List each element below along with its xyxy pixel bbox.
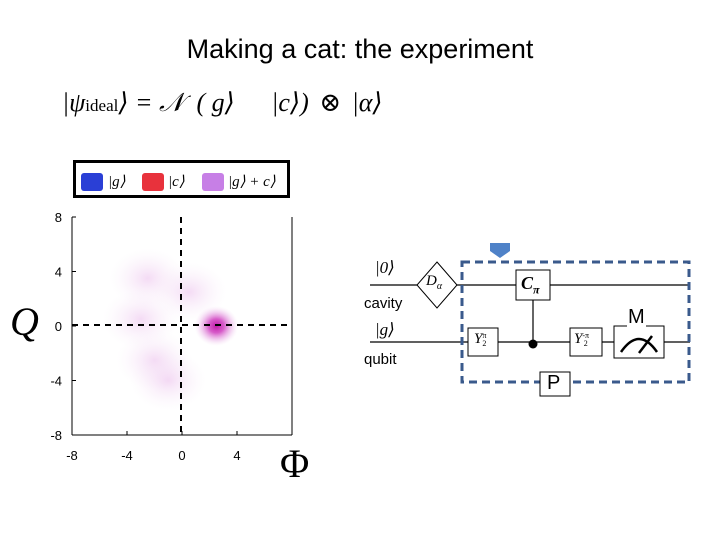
dashed-gate-frame — [460, 260, 691, 384]
y-tick-label: -4 — [50, 374, 62, 389]
ket-g-label: |g⟩ — [375, 320, 395, 340]
normalization-symbol: 𝒩 — [159, 88, 184, 117]
legend-swatch-g — [81, 173, 103, 191]
y-tick-labels: 8 4 0 -4 -8 — [50, 210, 76, 443]
displacement-symbol: D — [426, 273, 437, 289]
conditional-phase-gate[interactable] — [515, 269, 551, 301]
y-rotation-gate-2[interactable] — [569, 327, 603, 357]
control-dot — [528, 339, 538, 349]
p-label: P — [547, 372, 561, 394]
equation-lhs-sub: ideal — [85, 96, 119, 115]
equation-lhs: |ψ — [62, 88, 86, 117]
legend-swatch-superposition — [202, 173, 224, 191]
conditional-phase-gate-label: Cπ — [521, 273, 540, 298]
cavity-label: cavity — [364, 295, 403, 312]
displacement-gate-label: Dα — [426, 273, 442, 292]
meter-icon — [619, 337, 659, 353]
wigner-background-haze — [102, 248, 227, 411]
y-tick-label: 8 — [55, 210, 62, 225]
equation-state-g: ( g⟩ — [196, 88, 235, 117]
down-arrow-marker — [490, 243, 510, 258]
legend-swatch-c — [142, 173, 164, 191]
y1-superscript: π — [482, 330, 487, 340]
x-tick-label: 0 — [178, 448, 185, 463]
haze-blob — [130, 350, 207, 411]
y-rotation-gate-1[interactable] — [467, 327, 499, 357]
x-tick-label: -8 — [66, 448, 78, 463]
legend-label-superposition: |g⟩ + c⟩ — [228, 174, 276, 190]
y2-subscript: 2 — [583, 338, 588, 348]
y2-symbol: Y — [574, 331, 583, 347]
ket-zero-label: |0⟩ — [375, 258, 395, 278]
cpi-symbol: C — [521, 273, 534, 293]
equation-lhs-end: ⟩ = — [118, 88, 160, 117]
measurement-box[interactable] — [613, 325, 665, 359]
meter-needle-icon — [638, 335, 653, 354]
cpi-subscript: π — [533, 282, 540, 297]
x-tick-labels: -8 -4 0 4 — [66, 431, 241, 463]
slide-title: Making a cat: the experiment — [186, 34, 534, 64]
y-tick-label: 4 — [55, 265, 62, 280]
legend-label-g: |g⟩ — [108, 174, 126, 190]
equation-state-c: |c⟩) — [271, 88, 309, 117]
cat-state-equation: |ψideal⟩ = 𝒩 ( g⟩ |c⟩) ⊗ |α⟩ — [62, 88, 383, 119]
tensor-product-symbol: ⊗ — [319, 88, 342, 117]
qubit-label: qubit — [364, 351, 397, 368]
y1-subscript: 2 — [482, 338, 487, 348]
color-legend: |g⟩ |c⟩ |g⟩ + c⟩ — [73, 160, 290, 198]
y2-superscript: -π — [582, 330, 590, 340]
p-label-box — [539, 371, 571, 397]
displacement-subscript: α — [436, 281, 443, 292]
y-tick-label: 0 — [55, 319, 62, 334]
x-axis-label: Φ — [280, 441, 310, 486]
haze-blob — [150, 261, 227, 322]
m-label: M — [627, 306, 646, 329]
legend-label-c: |c⟩ — [168, 174, 185, 190]
y-axis-label: Q — [10, 299, 39, 344]
displacement-gate[interactable] — [416, 261, 458, 309]
y-tick-label: -8 — [50, 428, 62, 443]
equation-alpha: |α⟩ — [351, 88, 383, 117]
x-tick-label: -4 — [121, 448, 133, 463]
y1-symbol: Y — [474, 331, 483, 347]
x-tick-label: 4 — [233, 448, 240, 463]
